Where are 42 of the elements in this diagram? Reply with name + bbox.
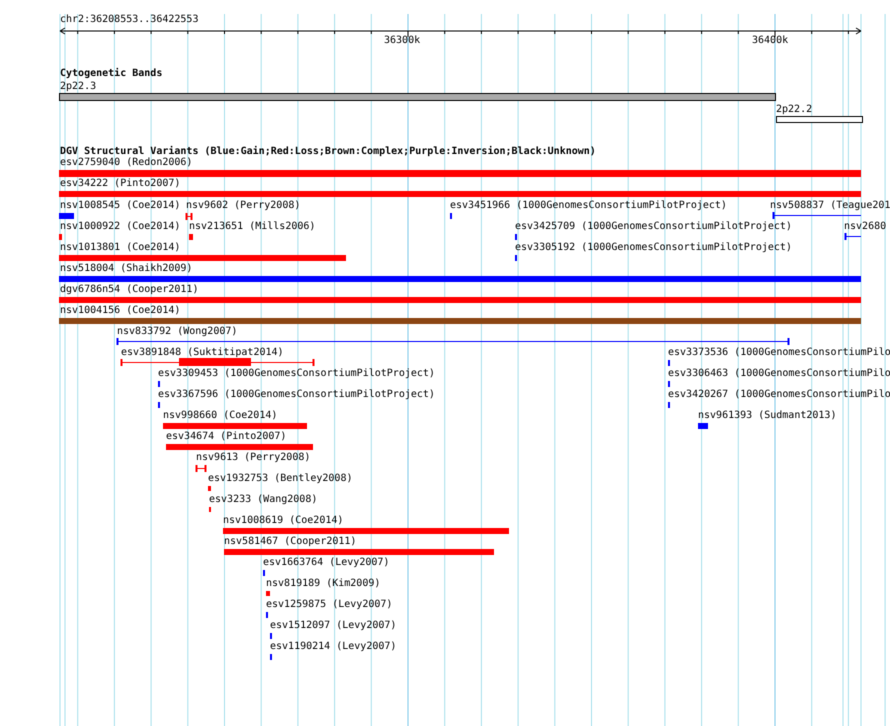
variant-label: nsv1000922 (Coe2014): [60, 221, 180, 233]
variant-label: nsv1008619 (Coe2014): [223, 515, 344, 527]
variant-label: nsv1008545 (Coe2014): [60, 200, 180, 212]
variant-label: esv3367596 (1000GenomesConsortiumPilotProject): [158, 389, 435, 401]
variant-label: nsv9613 (Perry2008): [196, 452, 310, 464]
variant-label: nsv833792 (Wong2007): [117, 326, 238, 338]
variant-label: esv34222 (Pinto2007): [60, 178, 180, 190]
variant-label: nsv961393 (Sudmant2013): [698, 410, 836, 422]
variant-label: nsv213651 (Mills2006): [189, 221, 316, 233]
variant-label: nsv2680: [844, 221, 886, 233]
variant-label: nsv508837 (Teague201: [770, 200, 890, 212]
variant-label: esv2759040 (Redon2006): [60, 157, 192, 169]
track-title: DGV Structural Variants (Blue:Gain;Red:Loss;Brown:Complex;Purple:Inversion;Black:Unknown): [60, 146, 596, 157]
variant-label: esv1512097 (Levy2007): [270, 620, 396, 632]
variant-label: esv3233 (Wang2008): [209, 494, 318, 506]
variant-label: esv3373536 (1000GenomesConsortiumPilo: [668, 347, 890, 359]
variant-label: esv3306463 (1000GenomesConsortiumPilo: [668, 368, 890, 380]
variant-label: nsv1013801 (Coe2014): [60, 242, 180, 254]
variant-label: nsv9602 (Perry2008): [186, 200, 300, 212]
variant-label: nsv1004156 (Coe2014): [60, 305, 180, 317]
position-label: chr2:36208553..36422553: [60, 14, 198, 26]
band-label: 2p22.2: [776, 104, 812, 116]
variant-label: esv1190214 (Levy2007): [270, 641, 396, 653]
variant-label: esv3425709 (1000GenomesConsortiumPilotProject): [515, 221, 792, 233]
variant-label: nsv998660 (Coe2014): [163, 410, 278, 422]
tick-label: 36300k: [384, 35, 420, 47]
variant-label: nsv518004 (Shaikh2009): [60, 263, 192, 275]
variant-label: esv3451966 (1000GenomesConsortiumPilotProject): [450, 200, 727, 212]
band-label: 2p22.3: [60, 81, 96, 93]
variant-label: esv3305192 (1000GenomesConsortiumPilotProject): [515, 242, 792, 254]
variant-label: esv1932753 (Bentley2008): [208, 473, 352, 485]
variant-label: dgv6786n54 (Cooper2011): [60, 284, 198, 296]
variant-label: esv34674 (Pinto2007): [166, 431, 286, 443]
variant-label: nsv819189 (Kim2009): [266, 578, 380, 590]
variant-label: esv1663764 (Levy2007): [263, 557, 390, 569]
variant-label: esv3891848 (Suktitipat2014): [121, 347, 284, 359]
variant-label: esv3420267 (1000GenomesConsortiumPilo: [668, 389, 890, 401]
variant-label: nsv581467 (Cooper2011): [224, 536, 356, 548]
tick-label: 36400k: [752, 35, 788, 47]
variant-label: esv1259875 (Levy2007): [266, 599, 392, 611]
variant-label: esv3309453 (1000GenomesConsortiumPilotProject): [158, 368, 435, 380]
track-title: Cytogenetic Bands: [60, 68, 162, 80]
